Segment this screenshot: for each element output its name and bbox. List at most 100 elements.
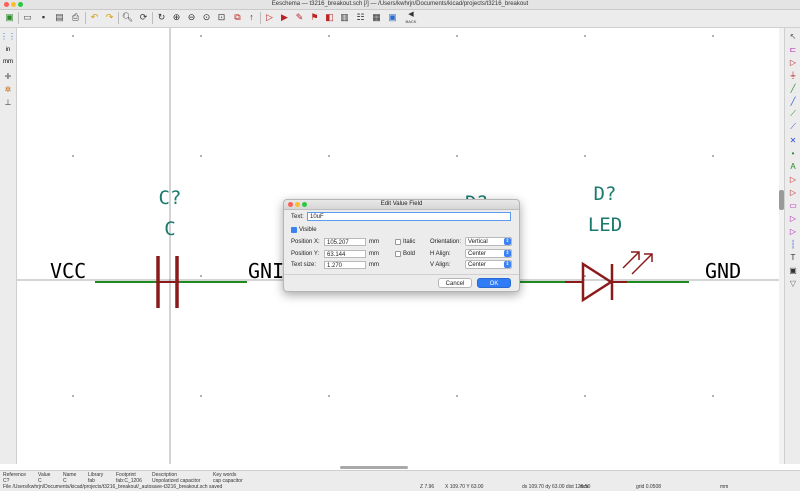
run-pcbnew-icon[interactable]: ▣ [388,12,397,22]
dialog-zoom-button[interactable] [302,202,307,207]
redo-icon[interactable]: ↷ [105,12,114,22]
net-label-gnd-cap[interactable]: GNI [248,259,284,283]
import-sheet-pin-icon[interactable]: ▷ [789,213,797,223]
find-replace-icon[interactable]: ⟳ [139,12,148,22]
close-window-button[interactable] [4,2,9,7]
graphic-line-icon[interactable]: ┆ [790,239,796,249]
minimize-window-button[interactable] [11,2,16,7]
bold-checkbox[interactable] [395,251,401,257]
wire-to-bus-entry-icon[interactable]: ⟋ [790,109,796,118]
sheet-pin-icon[interactable]: ▷ [789,226,797,236]
symbol-editor-icon[interactable]: ▷ [266,12,273,22]
cursor-shape-icon[interactable]: ✛ [4,71,12,81]
led-value[interactable]: LED [588,214,622,236]
vertical-scrollbar[interactable] [779,28,784,464]
italic-label: Italic [403,239,416,245]
library-browser-icon[interactable]: ▶ [281,12,288,22]
grid-dot [712,35,714,37]
value-library: fab [88,478,95,484]
leave-sheet-icon[interactable]: ↑ [249,12,254,22]
units-inch-button[interactable]: in [1,44,15,56]
junction-icon[interactable]: • [791,148,795,158]
place-symbol-icon[interactable]: ▷ [789,57,797,67]
place-bus-icon[interactable]: ╱ [790,96,796,106]
led-reference[interactable]: D? [594,183,617,205]
dialog-divider [284,274,519,275]
message-panel: Reference Value Name Library Footprint D… [0,470,800,491]
text-input[interactable]: 10uF [307,212,511,221]
assign-footprints-icon[interactable]: ▥ [340,12,349,22]
vertical-scroll-thumb[interactable] [779,190,784,210]
horizontal-scroll-thumb[interactable] [340,466,408,469]
select-arrow-icon[interactable]: ↖ [789,31,797,41]
cap-value[interactable]: C [164,218,175,240]
back-button[interactable]: ◀ BACK [404,11,418,25]
led-emission-arrowhead-1 [631,251,640,260]
print-icon[interactable]: ⎙ [71,12,80,22]
annotate-icon[interactable]: ✎ [295,12,304,22]
hidden-pins-icon[interactable]: ✲ [4,84,12,94]
undo-icon[interactable]: ↶ [90,12,99,22]
grid-dot [200,155,202,157]
position-y-unit: mm [369,251,379,257]
add-image-icon[interactable]: ▣ [789,265,797,275]
net-label-vcc[interactable]: VCC [50,259,86,283]
net-label-gnd[interactable]: GND [705,259,741,283]
bus-to-bus-entry-icon[interactable]: ⟋ [790,122,796,131]
orientation-value: Vertical [468,239,488,245]
visible-label: Visible [299,227,317,233]
h-align-select[interactable]: Center⇕ [465,249,512,258]
page-settings-icon[interactable]: ▭ [23,12,32,22]
save-all-icon[interactable]: ▤ [55,12,64,22]
save-icon[interactable]: ▪ [41,12,46,22]
cancel-button[interactable]: Cancel [438,278,472,288]
erc-icon[interactable]: ⚑ [310,12,319,22]
italic-checkbox[interactable] [395,239,401,245]
cap-reference[interactable]: C? [159,187,182,209]
main-toolbar: ▣ ▭ ▪ ▤ ⎙ ↶ ↷ 🔍︎ ⟳ ↻ ⊕ ⊖ ⊙ ⊡ ⧉ ↑ ▷ ▶ ✎ ⚑… [0,10,800,28]
text-size-input[interactable]: 1.270 [324,261,366,269]
global-label-icon[interactable]: ▷ [789,174,797,184]
grid-dot [200,35,202,37]
grid-dot [456,155,458,157]
zoom-window-button[interactable] [18,2,23,7]
netlist-icon[interactable]: ◧ [325,12,334,22]
add-text-icon[interactable]: T [786,251,800,263]
visible-checkbox[interactable] [291,227,297,233]
no-connect-icon[interactable]: ✕ [789,135,797,145]
bom-icon[interactable]: ☷ [356,12,365,22]
place-wire-icon[interactable]: ╱ [790,83,796,93]
dialog-minimize-button[interactable] [295,202,300,207]
units-mm-button[interactable]: mm [1,56,15,68]
zoom-fit-icon[interactable]: ⊙ [202,12,211,22]
find-icon[interactable]: 🔍︎ [121,12,134,22]
hier-label-icon[interactable]: ▷ [789,187,797,197]
highlight-net-icon[interactable]: ⊏ [789,44,797,54]
grid-toggle-icon[interactable]: ⋮⋮ [0,31,16,41]
led-emission-arrowhead-2 [644,253,653,262]
zoom-selection-icon[interactable]: ⊡ [217,12,226,22]
position-x-input[interactable]: 105.207 [324,238,366,246]
status-units: mm [580,484,589,490]
grid-dot [72,275,74,277]
delete-icon[interactable]: ▽ [789,278,797,288]
v-align-select[interactable]: Center⇕ [465,260,512,269]
place-power-icon[interactable]: ⏚ [789,70,797,80]
net-label-icon[interactable]: A [790,161,796,171]
grid-dot [712,275,714,277]
pcbnew-icon[interactable]: ▦ [372,12,381,22]
hierarchy-navigator-icon[interactable]: ⧉ [234,12,241,22]
led-triangle[interactable] [581,261,614,303]
hv-lines-icon[interactable]: ⊥ [4,97,12,107]
ok-button[interactable]: OK [477,278,511,288]
position-y-input[interactable]: 63.144 [324,250,366,258]
new-sheet-icon[interactable]: ▣ [5,12,14,22]
zoom-out-icon[interactable]: ⊖ [187,12,196,22]
zoom-in-icon[interactable]: ⊕ [172,12,181,22]
back-arrow-icon: ◀ [408,11,414,18]
header-name: Name [63,472,77,478]
hier-sheet-icon[interactable]: ▭ [789,200,797,210]
orientation-select[interactable]: Vertical⇕ [465,237,512,246]
redraw-icon[interactable]: ↻ [157,12,166,22]
dialog-close-button[interactable] [288,202,293,207]
